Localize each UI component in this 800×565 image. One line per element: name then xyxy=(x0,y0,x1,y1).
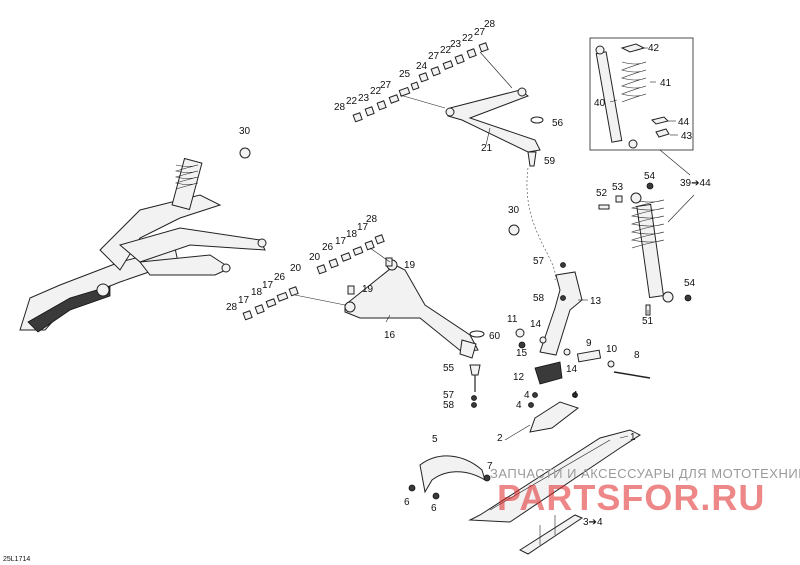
callout-43: 43 xyxy=(681,131,693,142)
watermark-subtitle: ЗАПЧАСТИ И АКСЕССУАРЫ ДЛЯ МОТОТЕХНИКИ xyxy=(490,466,800,481)
bushing-30 xyxy=(508,224,520,236)
callout-18: 18 xyxy=(251,287,263,298)
callout-26: 26 xyxy=(274,272,286,283)
callout-19: 19 xyxy=(404,260,416,271)
callout-18: 18 xyxy=(346,229,358,240)
callout-30: 30 xyxy=(508,205,520,216)
callout-39-44-ref: 39➔44 xyxy=(680,178,711,189)
callout-5: 5 xyxy=(432,434,438,445)
callout-14: 14 xyxy=(566,364,578,375)
callout-4: 4 xyxy=(572,390,578,401)
callout-23: 23 xyxy=(450,39,462,50)
callout-52: 52 xyxy=(596,188,608,199)
callout-17: 17 xyxy=(262,280,274,291)
callout-9: 9 xyxy=(586,338,592,349)
callout-41: 41 xyxy=(660,78,672,89)
callout-22: 22 xyxy=(462,33,474,44)
dashed-link-upper xyxy=(526,167,556,281)
bushing-30-left xyxy=(239,147,251,159)
callout-17: 17 xyxy=(335,236,347,247)
callout-23: 23 xyxy=(358,93,370,104)
callout-30: 30 xyxy=(239,126,251,137)
callout-20: 20 xyxy=(309,252,321,263)
callout-27: 27 xyxy=(380,80,392,91)
callout-42: 42 xyxy=(648,43,660,54)
callout-2: 2 xyxy=(497,433,503,444)
spindle xyxy=(515,262,651,385)
callout-28: 28 xyxy=(226,302,238,313)
front-suspension-overview xyxy=(19,157,267,333)
callout-21: 21 xyxy=(481,143,493,154)
callout-25: 25 xyxy=(399,69,411,80)
callout-60: 60 xyxy=(489,331,501,342)
callout-57: 57 xyxy=(533,256,545,267)
callout-13: 13 xyxy=(590,296,602,307)
callout-22: 22 xyxy=(346,96,358,107)
callout-44: 44 xyxy=(678,117,690,128)
callout-22: 22 xyxy=(440,45,452,56)
callout-28: 28 xyxy=(484,19,496,30)
callout-56: 56 xyxy=(552,118,564,129)
drawing-code: 25L1714 xyxy=(3,556,30,563)
callout-54: 54 xyxy=(684,278,696,289)
callout-27: 27 xyxy=(474,27,486,38)
callout-53: 53 xyxy=(612,182,624,193)
shock-detail-box xyxy=(589,37,694,176)
watermark-logo-text: PARTSFOR.RU xyxy=(497,477,765,518)
callout-16: 16 xyxy=(384,330,396,341)
callout-8: 8 xyxy=(634,350,640,361)
callout-6: 6 xyxy=(404,497,410,508)
shock-assembly xyxy=(598,182,695,316)
callout-1: 1 xyxy=(630,432,636,443)
callout-11: 11 xyxy=(507,314,518,325)
callout-6: 6 xyxy=(431,503,437,514)
lower-a-arm xyxy=(242,234,485,408)
callout-3-4-ref: 3➔4 xyxy=(583,517,603,528)
callout-57: 57 xyxy=(443,390,455,401)
callout-27: 27 xyxy=(428,51,440,62)
callout-51: 51 xyxy=(642,316,654,327)
callout-10: 10 xyxy=(606,344,618,355)
callout-55: 55 xyxy=(443,363,455,374)
callout-20: 20 xyxy=(290,263,302,274)
callout-17: 17 xyxy=(238,295,250,306)
callout-17: 17 xyxy=(357,222,369,233)
callout-15: 15 xyxy=(516,348,528,359)
callout-58: 58 xyxy=(443,400,455,411)
callout-19: 19 xyxy=(362,284,374,295)
callout-40: 40 xyxy=(594,98,606,109)
callout-54: 54 xyxy=(644,171,656,182)
callout-14: 14 xyxy=(530,319,542,330)
callout-4: 4 xyxy=(516,400,522,411)
upper-a-arm xyxy=(352,42,544,167)
watermark: ЗАПЧАСТИ И АКСЕССУАРЫ ДЛЯ МОТОТЕХНИКИ PA… xyxy=(490,466,800,518)
callout-58: 58 xyxy=(533,293,545,304)
callout-28: 28 xyxy=(366,214,378,225)
callout-4: 4 xyxy=(524,390,530,401)
callout-12: 12 xyxy=(513,372,525,383)
callout-7: 7 xyxy=(487,461,493,472)
callout-59: 59 xyxy=(544,156,556,167)
callout-28: 28 xyxy=(334,102,346,113)
ski xyxy=(408,392,642,555)
callout-26: 26 xyxy=(322,242,334,253)
callout-22: 22 xyxy=(370,86,382,97)
callout-24: 24 xyxy=(416,61,428,72)
callout-labels: 42 41 40 44 43 39➔44 28 27 22 23 27 22 2… xyxy=(226,19,711,528)
